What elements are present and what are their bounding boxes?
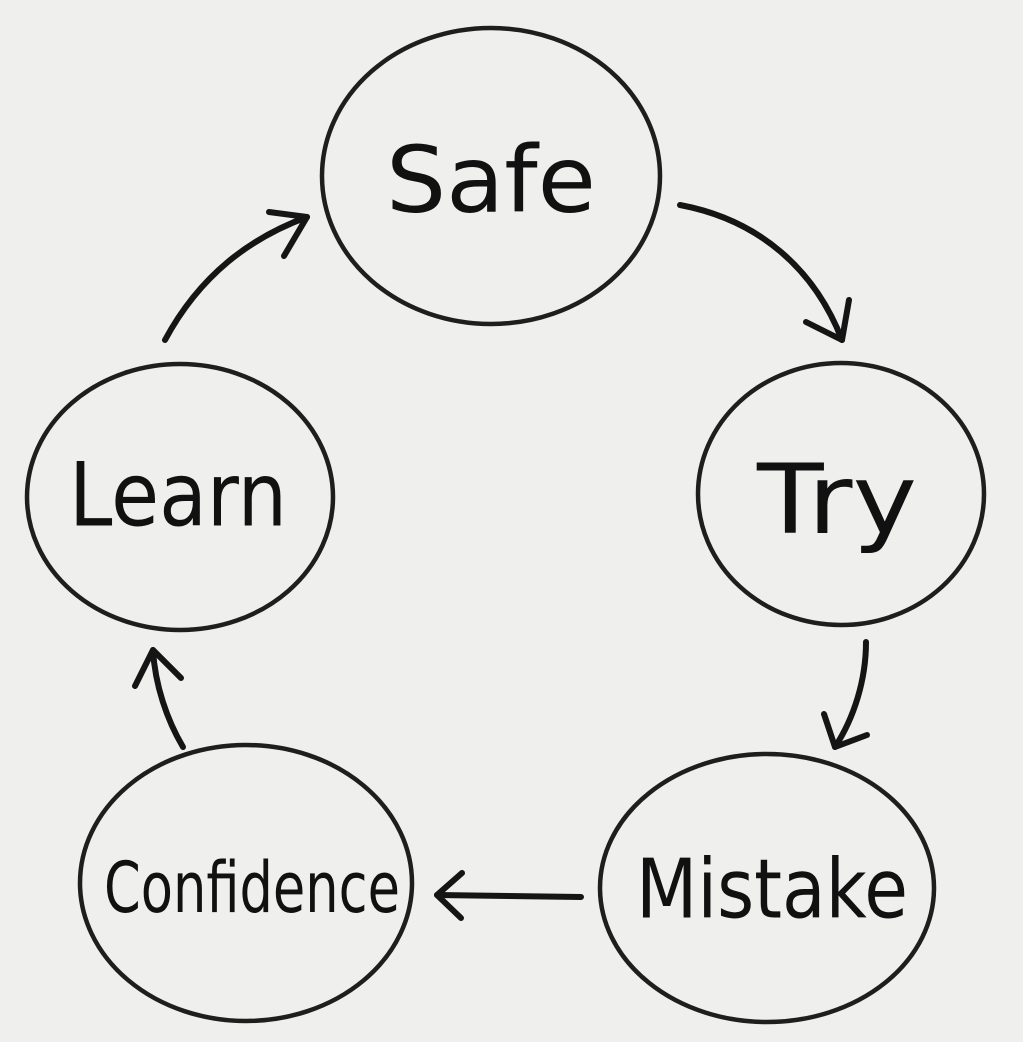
arrow-confidence-to-learn-shaft xyxy=(150,647,186,750)
node-safe: Safe xyxy=(319,25,663,327)
node-mistake-circle xyxy=(597,751,937,1025)
node-mistake-label: Mistake xyxy=(636,843,908,938)
arrow-confidence-to-learn-head xyxy=(132,647,184,689)
node-safe-label: Safe xyxy=(386,127,596,234)
node-try: Try xyxy=(695,360,987,628)
arrow-mistake-to-confidence-head xyxy=(434,870,465,921)
arrow-safe-to-try-shaft xyxy=(677,202,845,343)
arrow-safe-to-try-head xyxy=(803,297,852,343)
node-learn-circle xyxy=(24,361,336,633)
arrow-try-to-mistake-head xyxy=(821,711,870,750)
node-learn: Learn xyxy=(24,361,336,633)
arrow-mistake-to-confidence xyxy=(434,870,584,921)
node-confidence-label: Confidence xyxy=(104,847,400,929)
arrow-confidence-to-learn xyxy=(132,647,186,750)
arrow-try-to-mistake-shaft xyxy=(832,639,869,750)
node-safe-circle xyxy=(319,25,663,327)
arrow-try-to-mistake xyxy=(821,639,870,750)
arrow-learn-to-safe xyxy=(162,209,310,343)
arrow-safe-to-try xyxy=(677,202,852,343)
arrow-learn-to-safe-shaft xyxy=(162,214,310,343)
arrow-mistake-to-confidence-shaft xyxy=(434,892,584,900)
node-confidence-circle xyxy=(77,742,415,1024)
node-learn-label: Learn xyxy=(69,444,287,547)
node-confidence: Confidence xyxy=(77,742,415,1024)
node-try-label: Try xyxy=(756,444,917,556)
node-try-circle xyxy=(695,360,987,628)
node-mistake: Mistake xyxy=(597,751,937,1025)
arrow-learn-to-safe-head xyxy=(266,209,310,259)
